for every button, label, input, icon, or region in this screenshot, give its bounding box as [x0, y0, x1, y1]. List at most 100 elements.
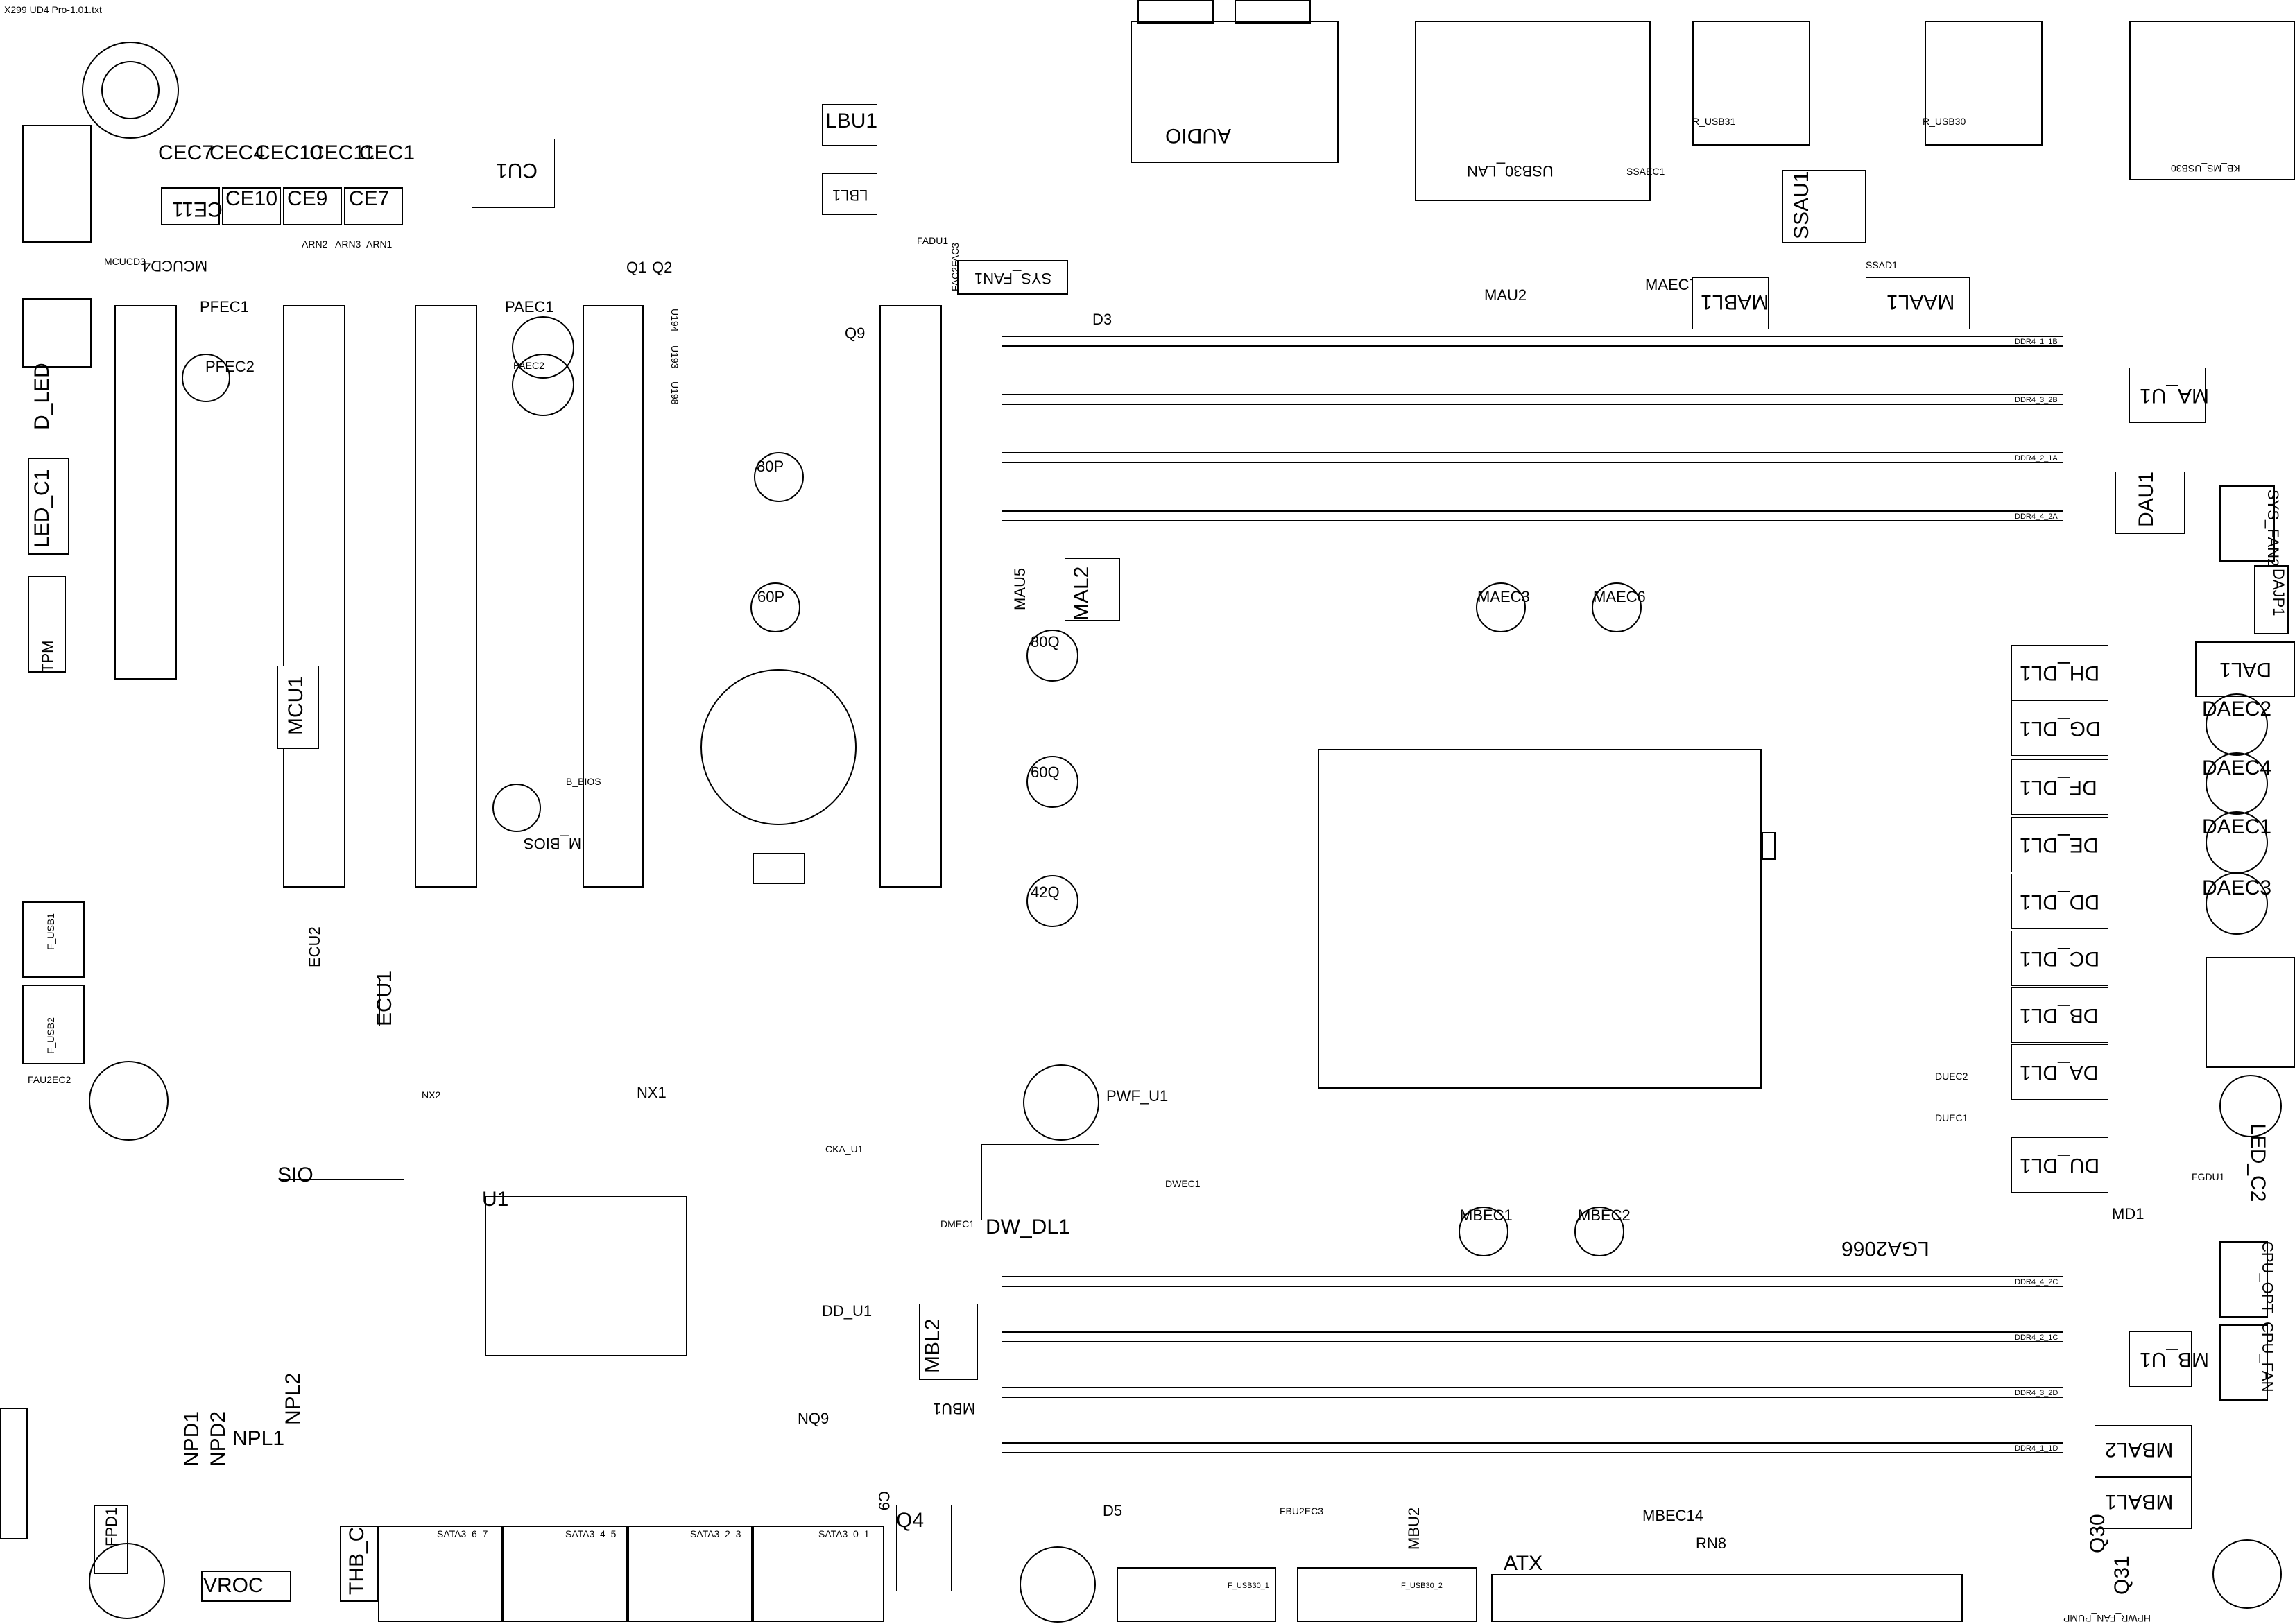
q80-label: 80Q: [1031, 633, 1060, 650]
sata3-6-7-label: SATA3_6_7: [437, 1528, 488, 1539]
dd-dl1-inductor: [2011, 874, 2108, 929]
lbu1-chip: [822, 104, 877, 146]
mbl2-chip: [919, 1304, 978, 1380]
cpu-socket-latch: [1762, 832, 1776, 860]
dw-dl1-label: DW_DL1: [986, 1216, 1070, 1238]
m-bios-chip: [492, 784, 541, 832]
q9-label: Q9: [845, 325, 866, 342]
dw-dl1-inductor: [981, 1144, 1099, 1220]
u193-label: U193: [669, 345, 680, 369]
sata-connector-4-5: [503, 1526, 628, 1622]
nx2-label: NX2: [422, 1089, 441, 1100]
dh-dl1-inductor: [2011, 645, 2108, 700]
ddr4-3-2d-label: DDR4_3_2D: [2015, 1389, 2058, 1397]
nq9-label: NQ9: [798, 1410, 830, 1427]
tpm-label: TPM: [39, 640, 56, 673]
dc-dl1-label: DC_DL1: [2020, 947, 2100, 970]
sys-fan2-header: [2219, 485, 2275, 562]
npl1-label: NPL1: [232, 1427, 285, 1450]
pwf-u1-label: PWF_U1: [1106, 1087, 1169, 1105]
mbec2-capacitor: [1574, 1207, 1624, 1256]
nx1-label: NX1: [637, 1084, 667, 1101]
mb-u1-chip: [2129, 1331, 2192, 1387]
ddr4-4-2a-label: DDR4_4_2A: [2015, 512, 2058, 521]
vroc-header: [201, 1571, 291, 1602]
f-usb2-label: F_USB2: [45, 1017, 56, 1054]
mbal2-label: MBAL2: [2105, 1438, 2174, 1461]
r-usb31-connector: [1692, 21, 1810, 146]
mal2-label: MAL2: [1070, 566, 1093, 621]
b-bios-label: B_BIOS: [566, 776, 601, 787]
q2-label: Q2: [652, 259, 673, 276]
maec3-label: MAEC3: [1477, 588, 1530, 605]
f-usb1-label: F_USB1: [45, 913, 56, 950]
dh-dl1-label: DH_DL1: [2020, 662, 2100, 684]
fbu2ec3-label: FBU2EC3: [1280, 1505, 1324, 1517]
duec2-label: DUEC2: [1935, 1071, 1968, 1082]
duec1-label: DUEC1: [1935, 1112, 1968, 1123]
sata3-0-1-label: SATA3_0_1: [818, 1528, 870, 1539]
cec11-label: CEC11: [309, 141, 375, 164]
mabl1-label: MABL1: [1701, 291, 1769, 313]
mounting-hole: [2212, 1539, 2282, 1609]
p80-capacitor: [754, 452, 804, 502]
mbal1-chip: [2095, 1477, 2192, 1529]
dimm-slot: [1002, 1276, 2063, 1287]
ce10-label: CE10: [225, 187, 278, 210]
led-c1-label: LED_C1: [31, 469, 53, 548]
pcie-slot: [879, 305, 942, 888]
mbec1-capacitor: [1459, 1207, 1508, 1256]
fadu1-label: FADU1: [917, 235, 949, 246]
pfec1-label: PFEC1: [200, 298, 249, 316]
q60-capacitor: [1026, 756, 1078, 808]
tpm-header: [28, 576, 66, 673]
db-dl1-label: DB_DL1: [2020, 1004, 2099, 1027]
dal1-label: DAL1: [2219, 658, 2272, 681]
daec3-capacitor: [2206, 872, 2268, 935]
fgdu1-label: FGDU1: [2192, 1171, 2225, 1182]
sio-label: SIO: [277, 1164, 313, 1186]
q42-label: 42Q: [1031, 883, 1060, 901]
maal1-label: MAAL1: [1886, 291, 1955, 313]
daec3-label: DAEC3: [2202, 876, 2272, 899]
q4-label: Q4: [896, 1509, 925, 1532]
dc-dl1-inductor: [2011, 931, 2108, 986]
kb-ms-usb30-label: KB_MS_USB30: [2171, 163, 2240, 174]
pcie-slot: [283, 305, 345, 888]
vroc-label: VROC: [203, 1574, 264, 1597]
atx-12v-connector: [0, 1408, 28, 1539]
audio-label: AUDIO: [1165, 124, 1232, 147]
mounting-hole: [89, 1543, 165, 1619]
cmos-battery: [700, 669, 857, 825]
du-dl1-label: DU_DL1: [2020, 1154, 2100, 1177]
cec7-label: CEC7: [158, 141, 214, 164]
maal1-chip: [1866, 277, 1970, 329]
q42-capacitor: [1026, 875, 1078, 927]
mcu1-label: MCU1: [284, 675, 307, 735]
led-c2-header: [2206, 957, 2295, 1068]
daec2-label: DAEC2: [2202, 698, 2272, 720]
atx-connector: [1491, 1574, 1963, 1622]
mau2-label: MAU2: [1484, 286, 1527, 304]
u198-label: U198: [669, 381, 680, 405]
ecu1-chip: [332, 978, 380, 1026]
cpu-socket: [1318, 749, 1762, 1089]
mcucd4-label: MCUCD4: [142, 257, 208, 275]
fau2ec2-label: FAU2EC2: [28, 1074, 71, 1085]
dg-dl1-inductor: [2011, 700, 2108, 756]
cka-u1-label: CKA_U1: [825, 1143, 863, 1155]
thb-c-header: [340, 1526, 378, 1602]
ssau1-label: SSAU1: [1790, 171, 1813, 239]
led-c2-label: LED_C2: [2246, 1123, 2269, 1202]
mounting-hole: [2219, 1075, 2282, 1137]
sata3-4-5-label: SATA3_4_5: [565, 1528, 617, 1539]
f-usb30-2-header: [1297, 1567, 1477, 1622]
mounting-hole: [89, 1061, 169, 1141]
f-usb30-1-label: F_USB30_1: [1228, 1582, 1269, 1590]
dimm-slot: [1002, 1442, 2063, 1453]
rn8-label: RN8: [1696, 1535, 1727, 1552]
mal2-chip: [1065, 558, 1120, 621]
d3-label: D3: [1092, 311, 1112, 328]
f-usb2-header: [22, 985, 85, 1064]
